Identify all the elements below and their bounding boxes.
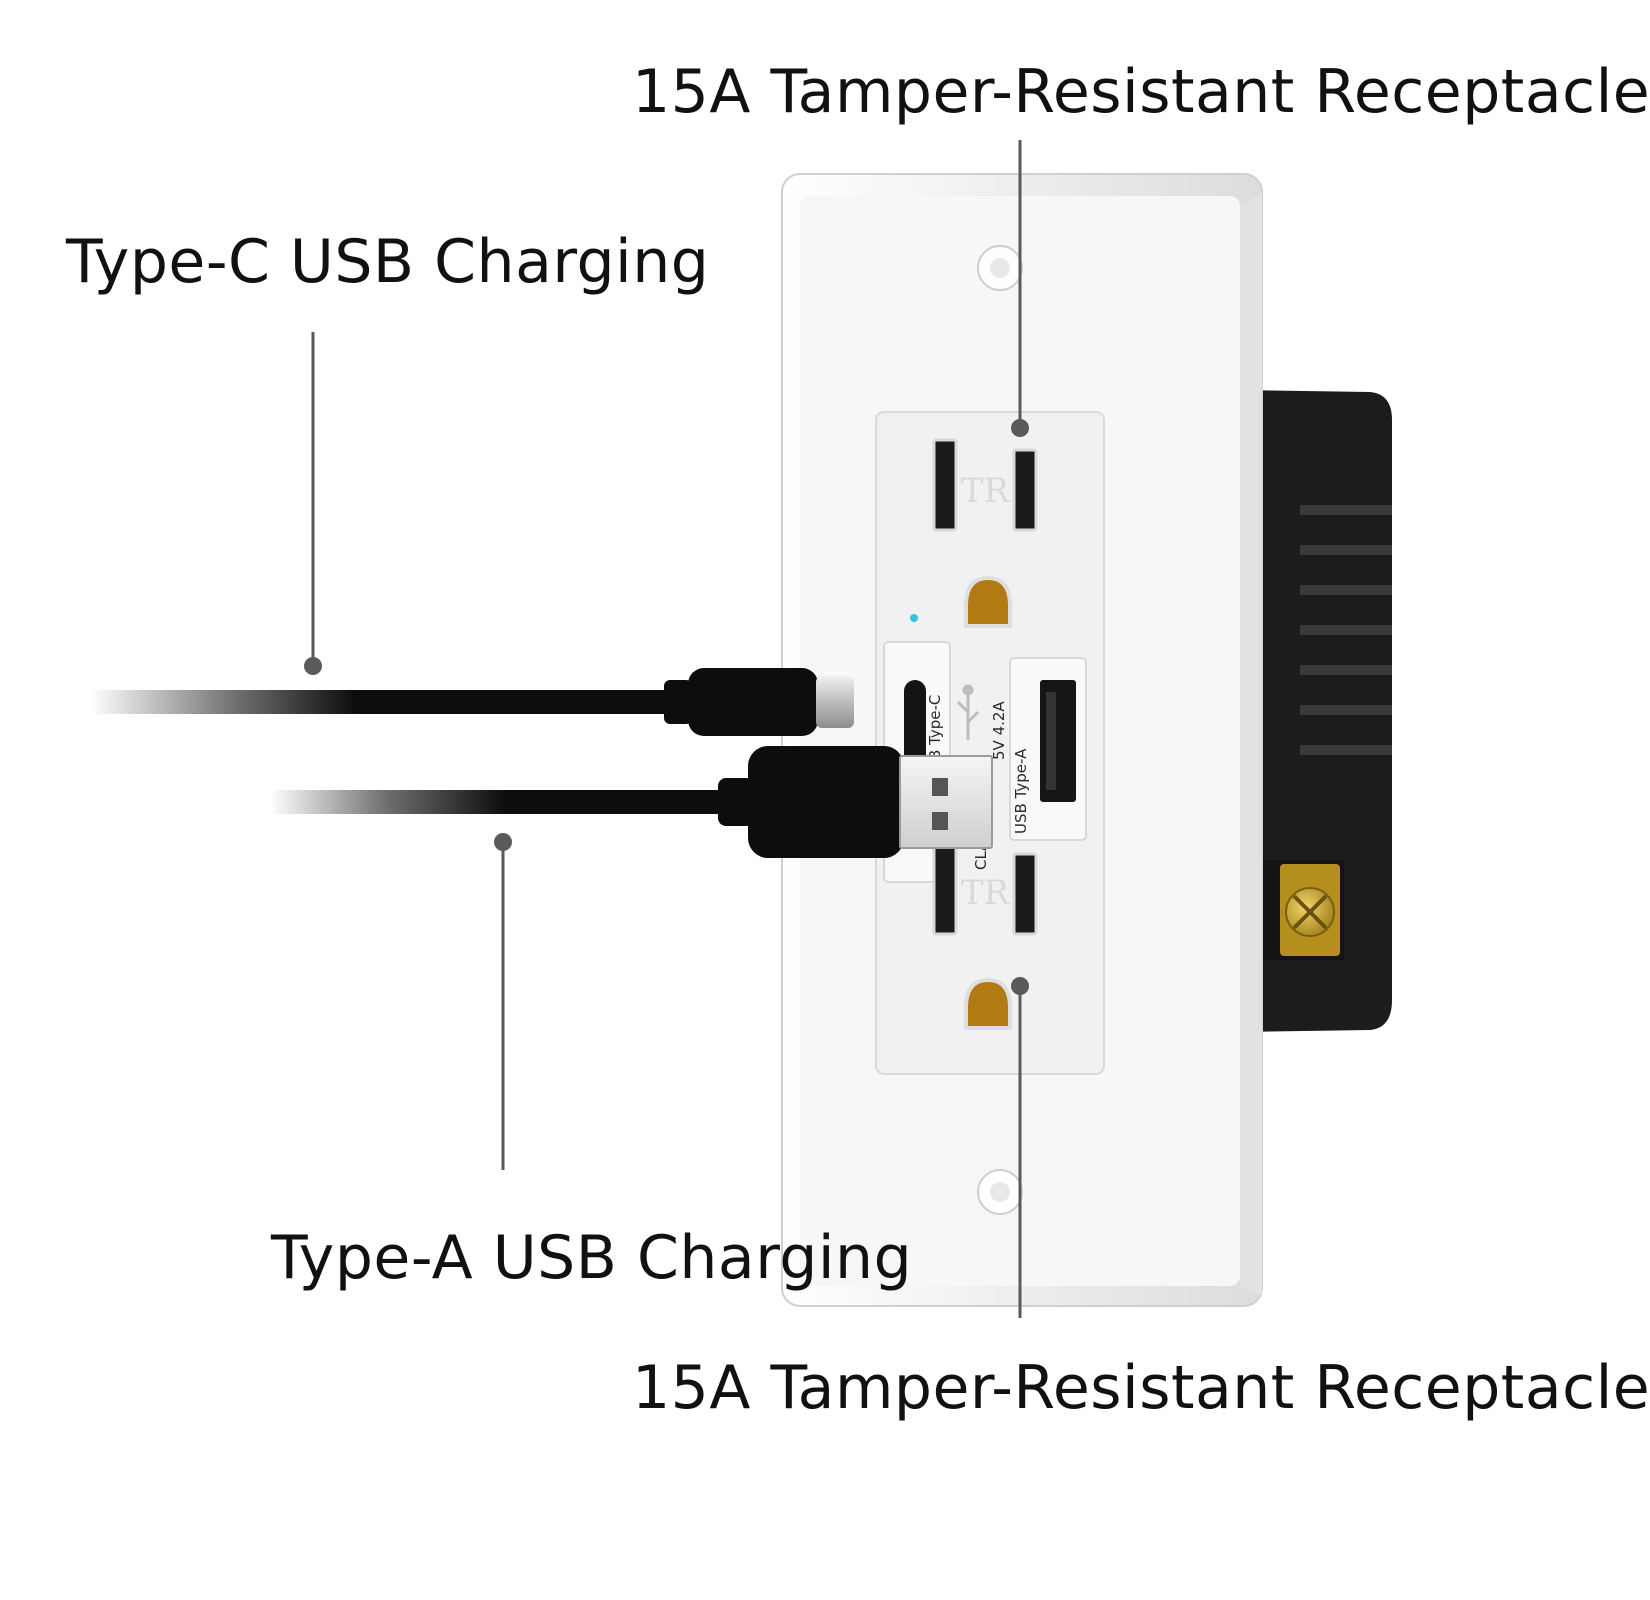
plate-screw-bottom — [977, 1169, 1023, 1215]
usb-trident-icon — [956, 684, 980, 740]
outlet-illustration: TR B Type-C CLASS 2 DC 5V 4.2A USB Type-… — [90, 140, 1392, 1318]
leader-top-receptacle — [1011, 140, 1029, 437]
type-c-cable — [90, 668, 854, 736]
type-a-port[interactable] — [1040, 680, 1076, 802]
status-led-icon — [910, 614, 918, 622]
type-a-cable — [270, 746, 993, 858]
tr-marking-bottom: TR — [961, 873, 1011, 913]
type-c-port-label: B Type-C — [926, 695, 944, 760]
tr-marking-top: TR — [961, 471, 1011, 511]
leader-type-c — [304, 332, 322, 675]
plate-screw-top — [977, 245, 1023, 291]
rating-marking: 5V 4.2A — [990, 701, 1008, 760]
callout-bottom-receptacle: 15A Tamper-Resistant Receptacle — [632, 1353, 1650, 1423]
callout-type-c: Type-C USB Charging — [66, 227, 710, 297]
top-receptacle: TR — [932, 438, 1038, 628]
terminal-screw-icon — [1280, 864, 1340, 956]
callout-type-a: Type-A USB Charging — [271, 1223, 913, 1293]
callout-top-receptacle: 15A Tamper-Resistant Receptacle — [632, 57, 1650, 127]
leader-bottom-receptacle — [1011, 977, 1029, 1318]
leader-type-a — [494, 833, 512, 1170]
callout-leaders — [304, 140, 1029, 1318]
type-a-port-label: USB Type-A — [1012, 748, 1030, 834]
bottom-receptacle: TR — [932, 842, 1038, 1030]
